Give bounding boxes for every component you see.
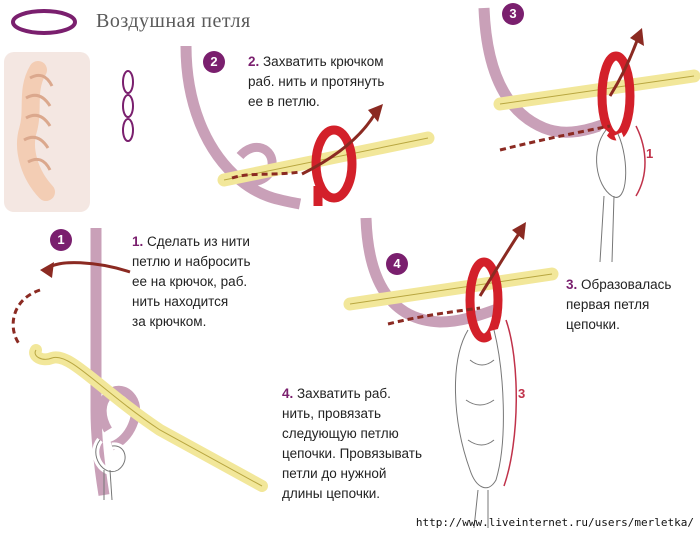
step-badge-3: 3	[502, 3, 524, 25]
loop-count-label-1: 1	[646, 146, 654, 161]
step-4-text: 4. Захватить раб. нить, провязать следую…	[282, 384, 422, 504]
step-2-text: 2. Захватить крючком раб. нить и протяну…	[248, 52, 384, 112]
step-2-body: Захватить крючком раб. нить и протянуть …	[248, 54, 385, 109]
step-3-text: 3. Образовалась первая петля цепочки.	[566, 275, 671, 335]
step1-figure	[11, 228, 268, 501]
step3-figure	[478, 7, 700, 263]
source-url[interactable]: http://www.liveinternet.ru/users/merletk…	[415, 516, 694, 529]
step-1-text: 1. Сделать из нити петлю и набросить ее …	[132, 232, 251, 332]
page-title: Воздушная петля	[96, 10, 251, 32]
step4-figure	[343, 217, 559, 529]
step-2-number: 2.	[248, 54, 260, 69]
step-badge-2: 2	[203, 51, 225, 73]
step2-figure	[180, 45, 435, 210]
step-3-number: 3.	[566, 277, 578, 292]
chain-photo	[4, 52, 90, 212]
chain-icon	[122, 70, 134, 142]
chain-loop-icon	[11, 9, 77, 35]
step-4-body: Захватить раб. нить, провязать следующую…	[282, 386, 422, 501]
loop-count-label-3: 3	[518, 386, 526, 401]
step-3-body: Образовалась первая петля цепочки.	[566, 277, 672, 332]
step-4-number: 4.	[282, 386, 294, 401]
step-1-body: Сделать из нити петлю и набросить ее на …	[132, 234, 251, 329]
step-1-number: 1.	[132, 234, 144, 249]
step-badge-1: 1	[50, 229, 72, 251]
step-badge-4: 4	[386, 253, 408, 275]
